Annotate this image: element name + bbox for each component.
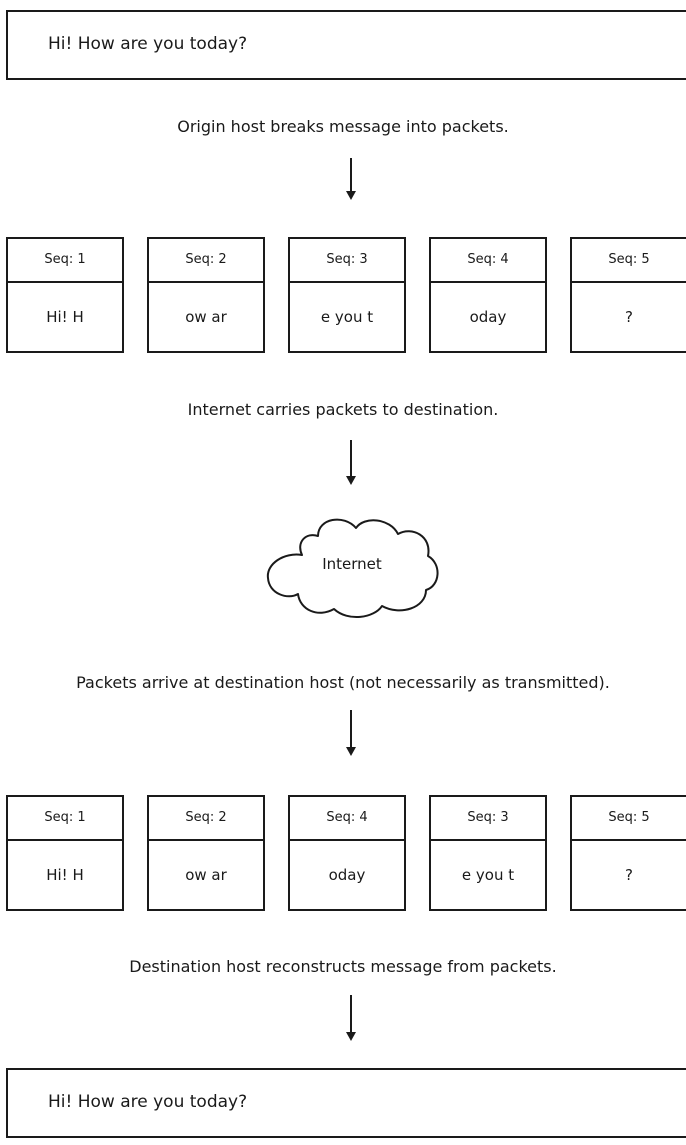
sent-packets-row: Seq: 1 Hi! H Seq: 2 ow ar Seq: 3 e you t… [0, 237, 686, 353]
packet-payload: Hi! H [46, 308, 84, 326]
received-packet: Seq: 3 e you t [429, 795, 547, 911]
sent-packet: Seq: 3 e you t [288, 237, 406, 353]
packet-seq-label: Seq: 2 [149, 797, 263, 841]
received-packet: Seq: 2 ow ar [147, 795, 265, 911]
packet-payload: ow ar [185, 866, 227, 884]
packet-seq-label: Seq: 1 [8, 239, 122, 283]
packet-seq-label: Seq: 5 [572, 797, 686, 841]
sent-packet: Seq: 4 oday [429, 237, 547, 353]
packet-payload: oday [328, 866, 366, 884]
received-packet: Seq: 1 Hi! H [6, 795, 124, 911]
caption-reconstruct-message: Destination host reconstructs message fr… [129, 957, 557, 976]
packet-seq-label: Seq: 3 [431, 797, 545, 841]
reconstructed-message-text: Hi! How are you today? [48, 1092, 248, 1112]
caption-break-into-packets: Origin host breaks message into packets. [177, 117, 509, 136]
packet-payload: e you t [320, 308, 374, 326]
sent-packet: Seq: 1 Hi! H [6, 237, 124, 353]
packet-seq-label: Seq: 5 [572, 239, 686, 283]
sent-packet: Seq: 2 ow ar [147, 237, 265, 353]
packet-payload: ? [625, 866, 633, 884]
sent-packet: Seq: 5 ? [570, 237, 686, 353]
packet-seq-label: Seq: 3 [290, 239, 404, 283]
caption-packets-arrive: Packets arrive at destination host (not … [76, 673, 610, 692]
received-packet: Seq: 5 ? [570, 795, 686, 911]
caption-internet-carries: Internet carries packets to destination. [187, 400, 499, 419]
original-message-box: Hi! How are you today? [6, 10, 686, 80]
reconstructed-message-box: Hi! How are you today? [6, 1068, 686, 1138]
packet-seq-label: Seq: 4 [431, 239, 545, 283]
packet-seq-label: Seq: 1 [8, 797, 122, 841]
received-packets-row: Seq: 1 Hi! H Seq: 2 ow ar Seq: 4 oday Se… [0, 795, 686, 911]
packet-payload: oday [469, 308, 507, 326]
packet-seq-label: Seq: 4 [290, 797, 404, 841]
packet-seq-label: Seq: 2 [149, 239, 263, 283]
internet-cloud-icon [266, 518, 439, 618]
packet-payload: e you t [461, 866, 515, 884]
original-message-text: Hi! How are you today? [48, 34, 248, 54]
packet-payload: ow ar [185, 308, 227, 326]
packet-payload: Hi! H [46, 866, 84, 884]
internet-cloud-label: Internet [322, 555, 382, 573]
received-packet: Seq: 4 oday [288, 795, 406, 911]
packet-payload: ? [625, 308, 633, 326]
